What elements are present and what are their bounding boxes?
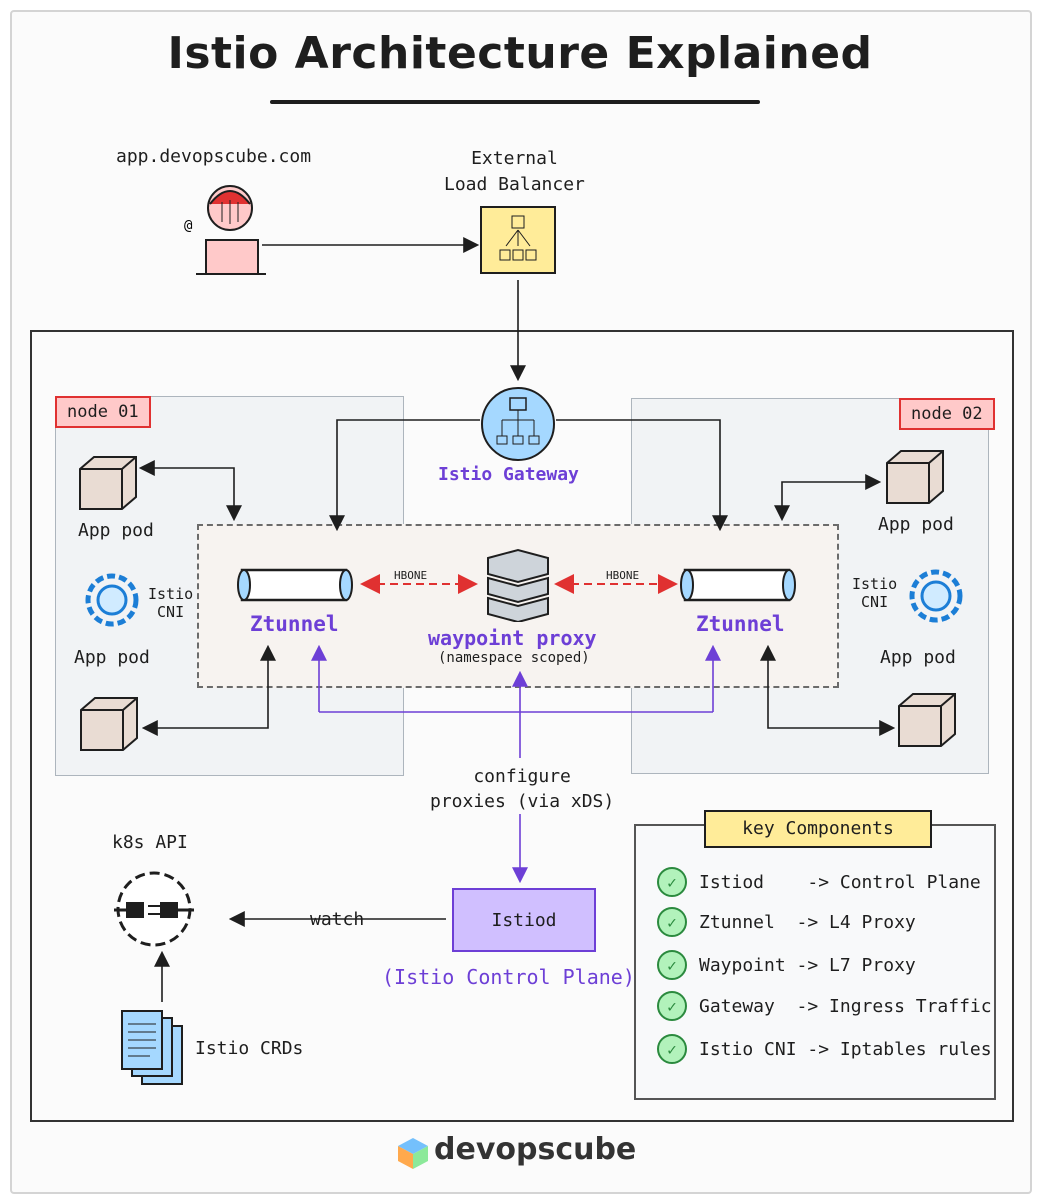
key-row: ✓Ztunnel -> L4 Proxy: [657, 907, 916, 937]
istio-cni-1-icon: [85, 573, 139, 627]
key-components-title: key Components: [704, 810, 932, 848]
devopscube-logo-icon: [398, 1138, 428, 1169]
hbone-left-label: HBONE: [394, 569, 428, 582]
istiod-box: Istiod: [452, 888, 596, 952]
app-pod-2-icon: [80, 697, 138, 751]
ztunnel-2-label: Ztunnel: [696, 612, 785, 636]
waypoint-server-icon: [487, 548, 549, 622]
check-icon: ✓: [657, 1034, 687, 1064]
ztunnel-2-icon: [680, 568, 796, 602]
istio-cni-1-label: Istio CNI: [148, 585, 194, 621]
key-components-panel: [634, 824, 996, 1100]
check-icon: ✓: [657, 867, 687, 897]
istio-cni-2-icon: [909, 569, 963, 623]
app-pod-4-icon: [898, 693, 956, 747]
svg-text:@: @: [184, 218, 193, 234]
istio-crds-icon: [121, 1010, 183, 1085]
istio-crds-label: Istio CRDs: [195, 1038, 304, 1059]
hbone-right-label: HBONE: [606, 569, 640, 582]
k8s-api-label: k8s API: [112, 832, 188, 853]
configure-label: configure proxies (via xDS): [430, 766, 615, 812]
watch-label: watch: [308, 909, 367, 930]
title-underline: [270, 100, 760, 104]
gateway-label: Istio Gateway: [438, 464, 579, 485]
istio-cni-2-label: Istio CNI: [852, 575, 898, 611]
cluster-boundary: [30, 330, 1014, 1122]
check-icon: ✓: [657, 991, 687, 1021]
app-pod-3-icon: [886, 450, 944, 504]
key-row: ✓Istio CNI -> Iptables rules: [657, 1034, 992, 1064]
gateway-icon: [481, 387, 555, 461]
app-pod-2-label: App pod: [74, 647, 150, 668]
check-icon: ✓: [657, 907, 687, 937]
app-pod-3-label: App pod: [878, 514, 954, 535]
app-pod-1-label: App pod: [78, 520, 154, 541]
load-balancer-label: External Load Balancer: [444, 148, 585, 195]
node-01-tag: node 01: [55, 396, 151, 428]
load-balancer-icon: [480, 206, 556, 274]
key-row: ✓Waypoint -> L7 Proxy: [657, 950, 916, 980]
waypoint-label: waypoint proxy: [428, 626, 597, 650]
ztunnel-1-icon: [237, 568, 353, 602]
user-url: app.devopscube.com: [116, 146, 312, 167]
check-icon: ✓: [657, 950, 687, 980]
node-02-tag: node 02: [899, 398, 995, 430]
key-row: ✓Gateway -> Ingress Traffic: [657, 991, 992, 1021]
ztunnel-1-label: Ztunnel: [250, 612, 339, 636]
key-row: ✓Istiod -> Control Plane: [657, 867, 981, 897]
control-plane-label: (Istio Control Plane): [382, 965, 635, 989]
user-laptop-icon: @: [184, 185, 266, 275]
waypoint-scope: (namespace scoped): [438, 650, 590, 666]
devopscube-brand: devopscube: [434, 1132, 637, 1167]
k8s-api-icon: [114, 871, 194, 947]
diagram-title: Istio Architecture Explained: [167, 28, 873, 79]
app-pod-1-icon: [79, 456, 137, 510]
app-pod-4-label: App pod: [880, 647, 956, 668]
